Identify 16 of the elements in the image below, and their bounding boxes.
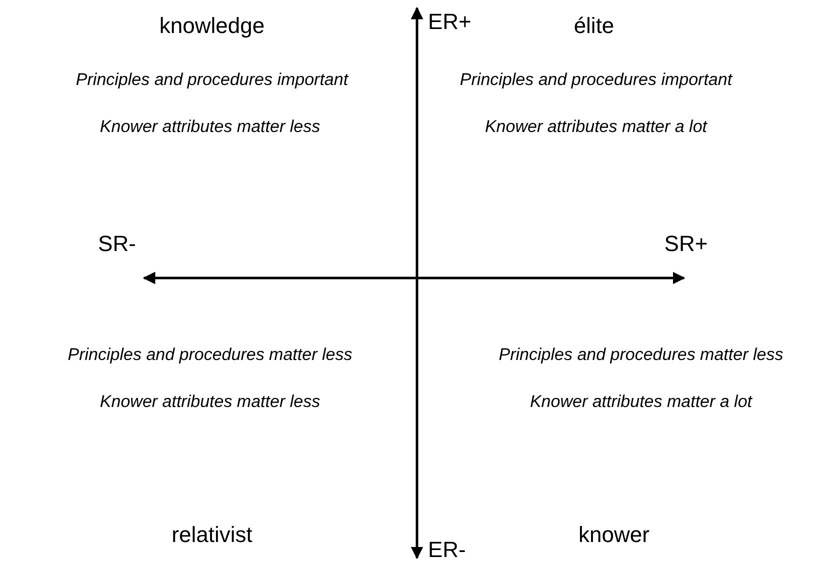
quadrant-title: knowledge (159, 13, 265, 39)
quadrant-title: relativist (172, 522, 252, 548)
quadrant-note: Knower attributes matter less (100, 392, 320, 412)
quadrant-title: knower (578, 522, 650, 548)
quadrant-note: Knower attributes matter less (100, 117, 320, 137)
quadrant-note: Knower attributes matter a lot (530, 392, 752, 412)
quadrant-note: Principles and procedures important (76, 70, 348, 90)
quadrant-note: Principles and procedures matter less (68, 345, 352, 365)
quadrant-note: Principles and procedures important (460, 70, 732, 90)
quadrant-note: Knower attributes matter a lot (484, 117, 708, 137)
quadrant-title: élite (574, 13, 614, 39)
axis-label: SR+ (664, 231, 708, 257)
axis-label: ER- (428, 537, 466, 563)
axis-label: SR- (98, 231, 136, 257)
quadrant-note: Principles and procedures matter less (498, 345, 784, 365)
axis-label: ER+ (428, 9, 472, 35)
